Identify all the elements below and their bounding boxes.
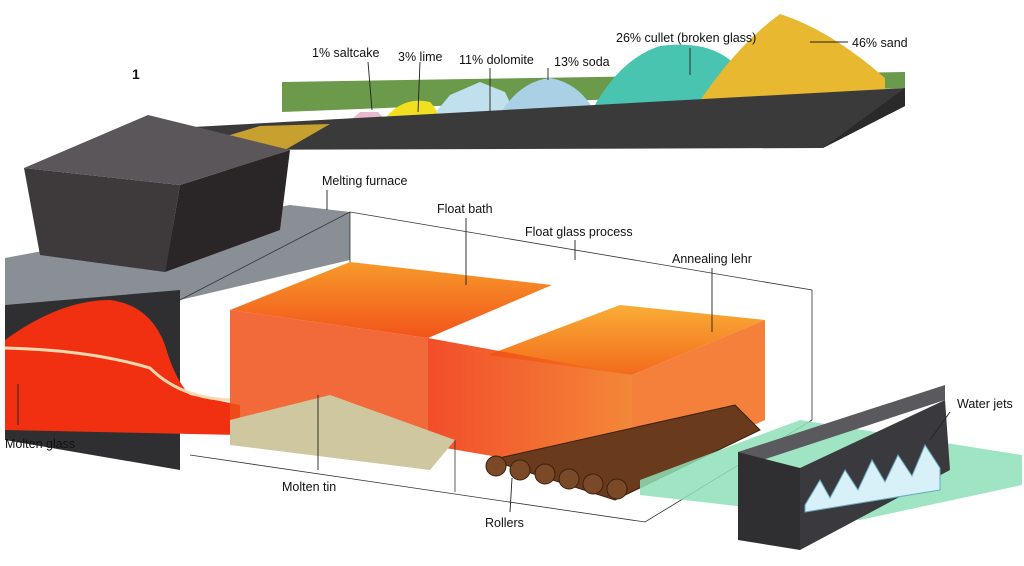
roller [485, 455, 507, 477]
water-jets [804, 443, 941, 513]
label-dolomite: 11% dolomite [459, 53, 534, 67]
label-saltcake: 1% saltcake [312, 46, 380, 60]
molten-tin [230, 395, 455, 470]
conveyor-front [175, 88, 905, 150]
lehr-top [488, 305, 765, 375]
label-sand: 46% sand [852, 36, 908, 50]
leader-lines [17, 41, 951, 513]
molten-glass-stream [4, 346, 231, 402]
label-soda: 13% soda [554, 55, 610, 69]
label-cullet: 26% cullet (broken glass) [616, 31, 757, 45]
finishing [640, 385, 1022, 550]
label-float-glass-process: Float glass process [525, 225, 633, 239]
roller [606, 478, 628, 500]
outer-frame [179, 211, 813, 523]
figure-number: 1 [132, 66, 140, 82]
label-molten-glass: Molten glass [5, 437, 76, 451]
roller [509, 459, 531, 481]
label-float-bath: Float bath [437, 202, 493, 216]
label-lime: 3% lime [398, 50, 443, 64]
roller [534, 463, 556, 485]
label-molten-tin: Molten tin [282, 480, 337, 494]
conveyor-end [823, 88, 905, 148]
molten-glass [5, 300, 240, 435]
label-annealing-lehr: Annealing lehr [672, 252, 752, 266]
hopper-side [165, 150, 290, 272]
label-rollers: Rollers [485, 516, 524, 530]
hopper [24, 115, 290, 272]
water-jet-box-front [738, 452, 800, 550]
roller [582, 473, 604, 495]
water-jet-box-top [738, 385, 945, 468]
label-water-jets: Water jets [957, 397, 1013, 411]
roller [558, 468, 580, 490]
rollers [485, 404, 761, 501]
hopper-front [24, 168, 180, 272]
float-bath-top [230, 262, 552, 338]
label-melting-furnace: Melting furnace [322, 174, 408, 188]
hopper-opening [24, 115, 290, 185]
